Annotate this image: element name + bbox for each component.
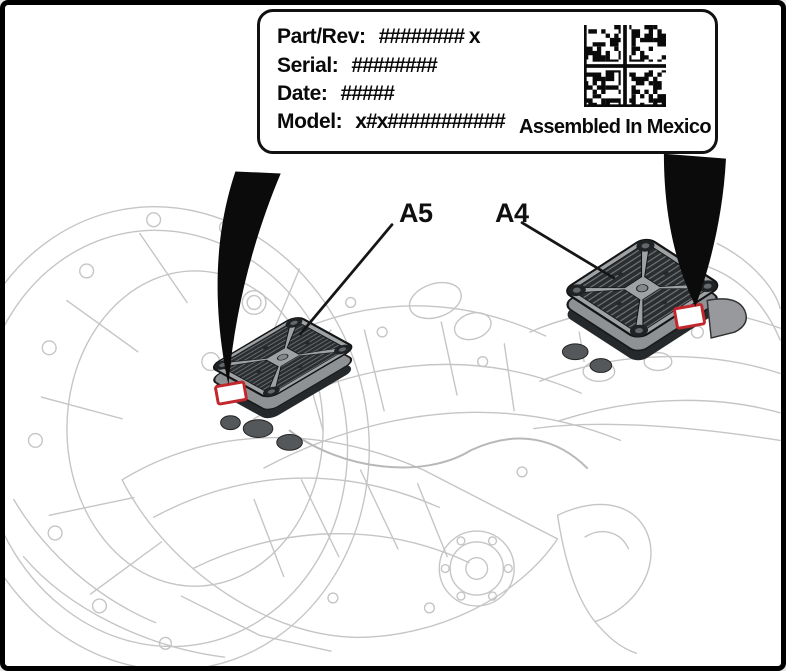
tcm-a4-module: [561, 235, 748, 373]
a5-connector: [242, 419, 274, 438]
field-label: Serial:: [277, 54, 339, 77]
a4-connector: [561, 343, 589, 361]
field-label: Date:: [277, 82, 328, 105]
a4-connector: [589, 358, 613, 373]
a5-label-location: [214, 380, 248, 406]
field-label: Part/Rev:: [277, 25, 366, 48]
callout-a4: A4: [495, 198, 529, 228]
label-field-part-rev: Part/Rev: ######## x: [277, 25, 481, 49]
field-value: #####: [340, 82, 395, 105]
a5-swoosh-pointer: [217, 171, 281, 386]
tcm-a5-module: [208, 313, 357, 451]
a4-mount-bracket: [706, 298, 748, 339]
field-value: ######## x: [378, 25, 481, 48]
part-label-box: Part/Rev: ######## x Serial: ######## Date…: [257, 9, 718, 154]
label-field-date: Date: #####: [277, 82, 395, 106]
callout-a5: A5: [399, 198, 433, 228]
assembled-in-mexico-text: Assembled In Mexico: [519, 116, 712, 138]
field-value: ########: [351, 54, 437, 77]
data-matrix-icon: [584, 25, 666, 107]
label-field-model: Model: x#x###########: [277, 110, 506, 134]
a4-label-location: [673, 303, 706, 330]
label-field-serial: Serial: ########: [277, 54, 438, 78]
a5-leader-line: [299, 223, 394, 336]
field-value: x#x###########: [355, 110, 506, 133]
a4-swoosh-pointer: [663, 153, 726, 307]
a4-leader-line: [520, 221, 616, 280]
a5-connector: [220, 415, 241, 431]
transmission-illustration: [5, 153, 781, 666]
field-label: Model:: [277, 110, 343, 133]
a5-connector: [276, 434, 303, 451]
